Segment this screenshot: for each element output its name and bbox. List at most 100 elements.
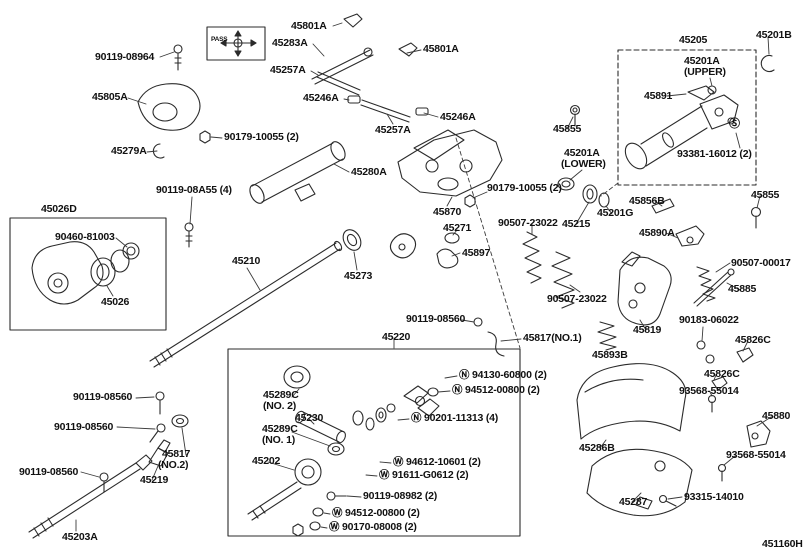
label-45893b: 45893B [592, 349, 628, 361]
label-45287: 45287 [619, 496, 648, 508]
label-45801a-top: 45801A [291, 20, 327, 32]
label-45201a-lower-sub: (LOWER) [561, 158, 606, 170]
label-45801a-right: 45801A [423, 43, 459, 55]
washer-90170-icon [309, 521, 321, 531]
part-45202-shaft [247, 458, 322, 521]
part-45210-shaft [149, 229, 362, 368]
label-45856b: 45856B [629, 195, 665, 207]
label-45210: 45210 [232, 255, 261, 267]
orientation-box [206, 26, 266, 61]
label-90119-08964: 90119-08964 [95, 51, 155, 63]
box-45026d [9, 217, 167, 331]
label-45220: 45220 [382, 331, 411, 343]
label-45026: 45026 [101, 296, 130, 308]
part-spring-90507-23022-a [522, 231, 542, 284]
label-45201a-upper-sub: (UPPER) [684, 66, 726, 78]
part-45801a-2 [398, 42, 418, 57]
label-90179-10055-2: 90179-10055 (2) [487, 182, 562, 194]
box-45205 [617, 49, 757, 186]
box-lower-assembly [227, 348, 521, 537]
label-94512-00800-2: Ⓦ 94512-00800 (2) [332, 507, 420, 519]
part-45880 [746, 420, 771, 448]
bolt-45855-left-icon [569, 104, 581, 127]
label-45289c-no2: 45289C [263, 389, 299, 401]
part-45279a [152, 143, 165, 159]
label-45257a-1: 45257A [270, 64, 306, 76]
label-45273: 45273 [344, 270, 373, 282]
label-45203a: 45203A [62, 531, 98, 543]
orientation-pass-label: PASS [211, 36, 228, 43]
part-spring-45893b [597, 321, 617, 351]
label-93568-55014-1: 93568-55014 [679, 385, 739, 397]
washer-45817-no2-icon [171, 414, 189, 428]
part-45246a-1 [347, 95, 361, 104]
label-45230: 45230 [295, 412, 324, 424]
part-45801a-1 [343, 13, 363, 28]
part-45203a-shaft [28, 454, 153, 539]
part-45289c-no1 [327, 442, 345, 456]
label-45817-no1: 45817(NO.1) [523, 332, 582, 344]
label-45201g: 45201G [597, 207, 634, 219]
label-90460-81003: 90460-81003 [55, 231, 115, 243]
screw-93568-b-icon [717, 463, 727, 482]
part-45287-cover [586, 448, 693, 517]
label-90119-08560-top: 90119-08560 [406, 313, 466, 325]
part-45817-no1 [473, 317, 505, 357]
part-45805a [137, 83, 201, 131]
label-45890a: 45890A [639, 227, 675, 239]
part-45856b [651, 198, 675, 214]
part-45897 [436, 248, 459, 269]
label-45271: 45271 [443, 222, 472, 234]
label-90507-23022-1: 90507-23022 [498, 217, 558, 229]
bolt-90119-08560-c-icon [99, 472, 109, 493]
label-90507-23022-2: 90507-23022 [547, 293, 607, 305]
label-45897: 45897 [462, 247, 491, 259]
label-45279a: 45279A [111, 145, 147, 157]
label-45855-1: 45855 [553, 123, 582, 135]
label-90170-08008: Ⓦ 90170-08008 (2) [329, 521, 417, 533]
label-90119-08560-a: 90119-08560 [73, 391, 133, 403]
part-45219-yoke [148, 439, 171, 467]
label-45826c-1: 45826C [735, 334, 771, 346]
label-94612-10601: Ⓦ 94612-10601 (2) [393, 456, 481, 468]
nut-90183-a-icon [696, 340, 706, 350]
part-45230-tube [295, 410, 346, 444]
bolt-90119-08a55-icon [184, 222, 194, 248]
label-94512-00800-1: Ⓝ 94512-00800 (2) [452, 384, 540, 396]
label-45280a: 45280A [351, 166, 387, 178]
nut-90183-b-icon [705, 354, 715, 364]
label-90183-06022: 90183-06022 [679, 314, 739, 326]
label-45201b: 45201B [756, 29, 792, 41]
label-45819: 45819 [633, 324, 662, 336]
bolt-90119-08560-a-icon [155, 391, 165, 415]
bolt-45855-right-icon [750, 206, 762, 229]
part-45026d-assembly [31, 241, 140, 305]
part-45257a-2 [360, 99, 411, 123]
screw-93568-a-icon [707, 394, 717, 413]
label-90119-08a55: 90119-08A55 (4) [156, 184, 232, 196]
label-45826c-2: 45826C [704, 368, 740, 380]
label-45286b: 45286B [579, 442, 615, 454]
label-45246a-1: 45246A [303, 92, 339, 104]
part-45273 [389, 233, 417, 259]
leader-lines [75, 22, 772, 532]
label-45805a: 45805A [92, 91, 128, 103]
label-94130-60800: Ⓝ 94130-60800 (2) [459, 369, 547, 381]
nut-bottom-icon [292, 523, 304, 537]
label-91611-g0612: Ⓦ 91611-G0612 (2) [379, 469, 469, 481]
label-45201a-upper: 45201A [684, 55, 720, 67]
label-45880: 45880 [762, 410, 791, 422]
label-45817-no2: 45817 [162, 448, 191, 460]
label-45891: 45891 [644, 90, 673, 102]
part-45826c-1 [736, 347, 754, 363]
bolt-90119-08964-icon [173, 44, 183, 71]
label-45283a: 45283A [272, 37, 308, 49]
label-45205: 45205 [679, 34, 708, 46]
label-45219: 45219 [140, 474, 169, 486]
part-spring-90507-00017 [696, 266, 716, 302]
label-45246a-2: 45246A [440, 111, 476, 123]
label-45885: 45885 [728, 283, 757, 295]
label-90119-08560-b: 90119-08560 [54, 421, 114, 433]
label-90179-10055-1: 90179-10055 (2) [224, 131, 299, 143]
